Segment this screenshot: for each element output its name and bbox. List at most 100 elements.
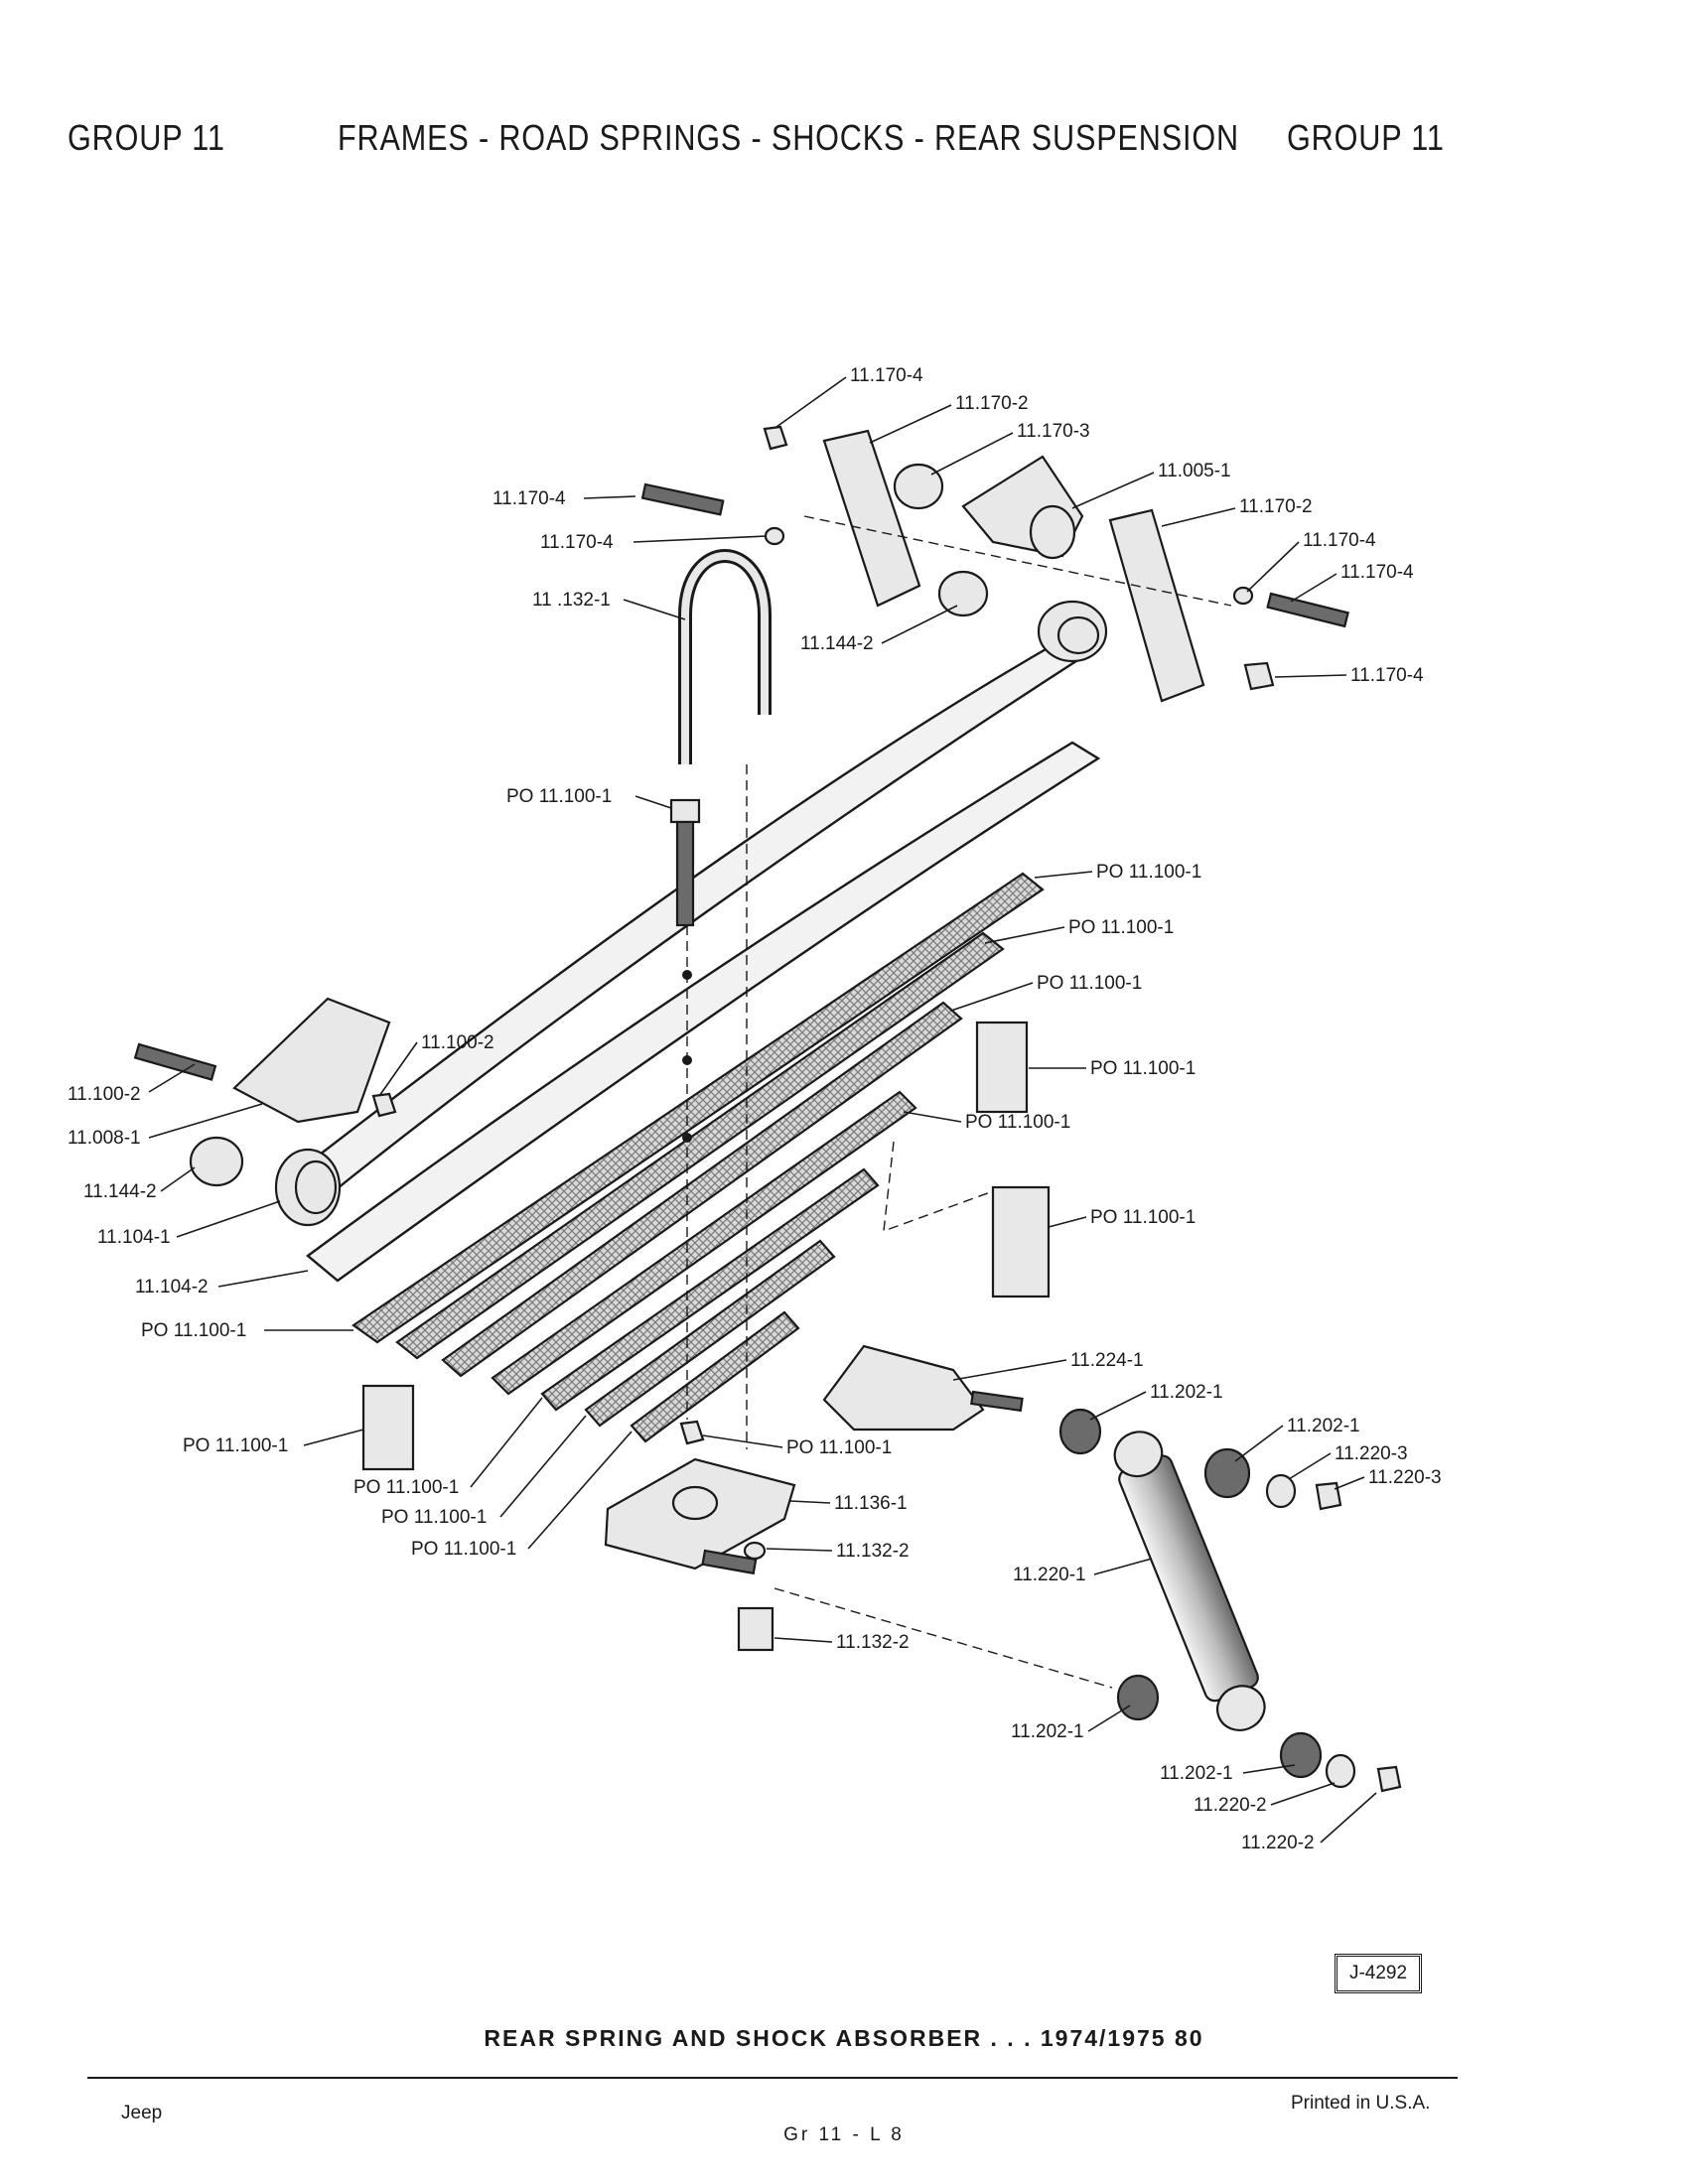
u-bolt-plate-hole — [671, 1485, 719, 1521]
rear-spring-eye-inner — [1056, 615, 1100, 655]
rebound-clip-lower — [361, 1384, 415, 1471]
rebound-clip-middle — [991, 1185, 1051, 1298]
shackle-plate-right — [1108, 508, 1205, 703]
lock-washer — [764, 526, 785, 546]
shock-washer — [1325, 1753, 1356, 1789]
callout-label: PO 11.100-1 — [1068, 917, 1174, 938]
shock-absorber — [1113, 1431, 1266, 1731]
callout-label: PO 11.100-1 — [353, 1477, 459, 1498]
callout-label: 11.144-2 — [800, 633, 874, 654]
u-bolt-highlight — [681, 552, 769, 764]
callout-label: 11.170-4 — [1350, 665, 1424, 686]
leaf-9 — [630, 1310, 800, 1443]
leaf-6 — [491, 1090, 917, 1396]
callout-label: PO 11.100-1 — [506, 786, 612, 807]
plate-nut — [679, 1420, 705, 1445]
callout-label: PO 11.100-1 — [381, 1507, 487, 1528]
front-hanger-bolt — [133, 1042, 217, 1081]
callout-label: 11.170-4 — [1303, 530, 1376, 551]
callout-label: 11.170-4 — [850, 365, 923, 386]
callout-label: 11.202-1 — [1150, 1382, 1223, 1403]
callout-label: 11.100-2 — [68, 1084, 141, 1105]
callout-label: 11.220-2 — [1194, 1795, 1267, 1816]
center-bolt-head — [669, 798, 701, 824]
callout-label: 11.220-1 — [1013, 1565, 1086, 1585]
callout-label: 11.220-2 — [1241, 1833, 1315, 1853]
u-bolt — [678, 549, 772, 764]
leaf-4 — [395, 931, 1005, 1360]
shackle-bushing-top — [893, 463, 944, 510]
plate-nut-long — [737, 1606, 774, 1652]
callout-label: PO 11.100-1 — [1090, 1058, 1196, 1079]
shackle-bolt-right — [1266, 592, 1349, 628]
shock-nut — [1376, 1765, 1402, 1793]
callout-labels: 11.170-4 11.170-2 11.170-3 11.005-1 11.1… — [68, 365, 1442, 1853]
leaf-7 — [540, 1167, 880, 1412]
assembly-line — [774, 1587, 1113, 1689]
shock-mount-bracket — [822, 1344, 985, 1432]
callout-label: 11.170-4 — [492, 488, 566, 509]
shock-mount-stud — [970, 1390, 1024, 1413]
callout-label: 11.132-2 — [836, 1632, 910, 1653]
callout-label: 11.220-3 — [1368, 1467, 1442, 1488]
front-hanger-nut — [371, 1092, 397, 1118]
callout-label: 11.170-4 — [540, 532, 614, 553]
shackle-bushing-bottom — [937, 570, 989, 617]
footer-printed: Printed in U.S.A. — [1291, 2093, 1431, 2114]
callout-label: 11.202-1 — [1160, 1763, 1233, 1784]
callout-label: 11.132-2 — [836, 1541, 910, 1562]
page-title: FRAMES - ROAD SPRINGS - SHOCKS - REAR SU… — [338, 117, 1239, 158]
callout-label: 11.005-1 — [1158, 461, 1231, 481]
callout-label: 11.104-1 — [97, 1227, 171, 1248]
callout-label: 11.136-1 — [834, 1493, 908, 1514]
callout-label: 11.220-3 — [1335, 1443, 1408, 1464]
callout-label: PO 11.100-1 — [1096, 862, 1201, 883]
callout-label: 11.224-1 — [1070, 1350, 1144, 1371]
shock-bottom-eye — [1215, 1685, 1266, 1731]
shackle-nut-top — [763, 425, 788, 451]
group-label-left: GROUP 11 — [68, 117, 225, 158]
group-label-right: GROUP 11 — [1287, 117, 1445, 158]
callout-label: PO 11.100-1 — [411, 1539, 516, 1560]
shackle-nut-bottom — [1243, 661, 1275, 691]
assembly-line — [883, 1141, 994, 1233]
callout-label: PO 11.100-1 — [786, 1437, 892, 1458]
assembly-line — [803, 515, 1232, 607]
hanger-bushing-hole — [1029, 504, 1076, 560]
leaf-spring-assembly — [274, 600, 1108, 1443]
footer-divider — [87, 2077, 1458, 2079]
figure-reference-code: J-4292 — [1335, 1954, 1422, 1993]
shock-top-eye — [1113, 1431, 1164, 1478]
shock-grommet — [1116, 1674, 1160, 1721]
second-leaf — [306, 741, 1101, 1283]
leader-lines — [148, 376, 1377, 1843]
leaf-3 — [352, 872, 1045, 1344]
front-bushing — [189, 1136, 244, 1187]
front-hanger-bracket — [232, 997, 391, 1124]
callout-label: PO 11.100-1 — [141, 1320, 246, 1341]
callout-label: 11.008-1 — [68, 1128, 141, 1149]
plate-stud — [701, 1549, 758, 1575]
callout-label: 11.100-2 — [421, 1032, 494, 1053]
plate-washer — [743, 1541, 767, 1561]
callout-label: PO 11.100-1 — [1037, 973, 1142, 994]
callout-label: 11.144-2 — [83, 1181, 157, 1202]
callout-label: 11.170-4 — [1340, 562, 1414, 583]
callout-label: 11.170-2 — [1239, 496, 1313, 517]
shock-nut — [1315, 1481, 1342, 1511]
shackle-plate-left — [822, 429, 921, 608]
footer-brand: Jeep — [121, 2103, 163, 2123]
callout-label: 11.104-2 — [135, 1277, 209, 1297]
callout-label: PO 11.100-1 — [1090, 1207, 1196, 1228]
callout-label: PO 11.100-1 — [965, 1112, 1070, 1133]
figure-caption: REAR SPRING AND SHOCK ABSORBER . . . 197… — [484, 2025, 1204, 2051]
leaf-8 — [584, 1239, 836, 1428]
leaf-5 — [441, 1001, 963, 1378]
shock-washer — [1265, 1473, 1297, 1509]
callout-label: 11.170-3 — [1017, 421, 1090, 442]
shock-grommet — [1279, 1731, 1323, 1779]
callout-label: 11 .132-1 — [532, 590, 611, 611]
callout-label: 11.170-2 — [955, 393, 1029, 414]
shackle-bolt-top — [640, 482, 725, 516]
